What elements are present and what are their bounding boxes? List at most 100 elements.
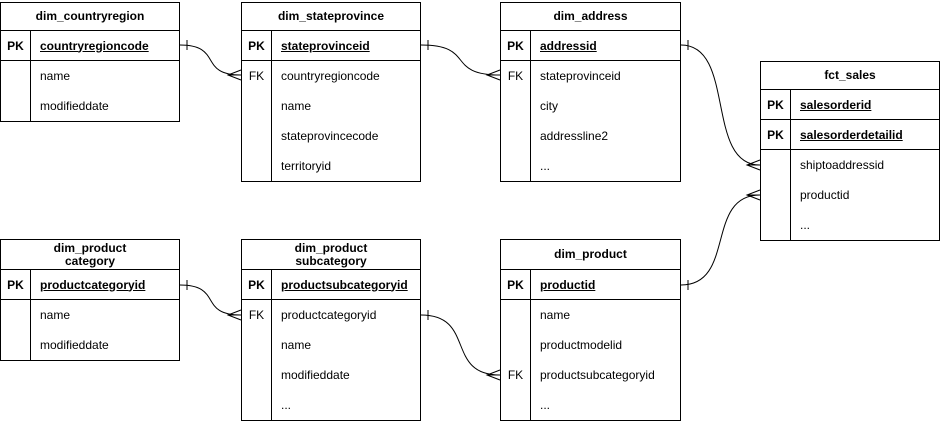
key-cell: FK (242, 61, 272, 91)
table-title[interactable]: dim_countryregion (1, 3, 179, 31)
field-name: name (281, 338, 312, 352)
key-cell: PK (501, 270, 531, 299)
key-cell (242, 91, 272, 121)
key-cell: FK (501, 360, 531, 390)
key-cell: PK (242, 270, 272, 299)
table-row-territoryid[interactable]: territoryid (242, 151, 420, 181)
field-name: productcategoryid (281, 308, 377, 322)
table-title[interactable]: dim_stateprovince (242, 3, 420, 31)
field-name: stateprovinceid (540, 69, 621, 83)
table-row-productsubcategoryid[interactable]: FK productsubcategoryid (501, 360, 680, 390)
table-row-name[interactable]: name (242, 91, 420, 121)
table-row-name[interactable]: name (1, 61, 179, 91)
field-name: ... (281, 398, 292, 412)
relationship-line (680, 194, 761, 286)
key-cell: PK (1, 31, 31, 60)
connector-address-to-fctsales[interactable] (680, 40, 761, 171)
table-row-name[interactable]: name (242, 330, 420, 360)
key-cell (501, 330, 531, 360)
table-title-text: dim_countryregion (35, 9, 145, 23)
key-cell (242, 390, 272, 420)
table-row-modifieddate[interactable]: modifieddate (242, 360, 420, 390)
field-name: stateprovincecode (281, 129, 379, 143)
table-row-addressline2[interactable]: addressline2 (501, 121, 680, 151)
table-row-ellipsis[interactable]: ... (242, 390, 420, 420)
key-cell: PK (761, 90, 791, 119)
key-cell (242, 360, 272, 390)
key-cell (501, 91, 531, 121)
table-title-text: dim_product (554, 247, 627, 261)
table-row-shiptoaddressid[interactable]: shiptoaddressid (761, 150, 939, 180)
relationship-line (420, 314, 501, 376)
table-title-text: dim_stateprovince (277, 9, 385, 23)
field-name: ... (540, 159, 551, 173)
relationship-line (179, 44, 242, 76)
table-row-productmodelid[interactable]: productmodelid (501, 330, 680, 360)
table-title-text: category (64, 253, 116, 268)
table-title[interactable]: dim_address (501, 3, 680, 31)
table-row-ellipsis[interactable]: ... (761, 210, 939, 240)
key-cell: FK (242, 300, 272, 330)
table-row-productcategoryid[interactable]: FK productcategoryid (242, 300, 420, 330)
connector-countryregion-to-stateprovince[interactable] (179, 40, 242, 81)
key-cell (761, 150, 791, 180)
connector-subcategory-to-product[interactable] (420, 310, 501, 381)
field-name: city (540, 99, 558, 113)
cardinality-many-marker (745, 159, 761, 171)
table-title-text: dim_product (294, 240, 368, 255)
table-title-text: dim_address (553, 9, 628, 23)
field-name: stateprovinceid (281, 38, 370, 53)
field-name: shiptoaddressid (800, 158, 885, 172)
connector-category-to-subcategory[interactable] (179, 280, 242, 321)
relationship-line (179, 284, 242, 316)
table-row-productid[interactable]: productid (761, 180, 939, 210)
cardinality-many-marker (226, 309, 242, 321)
table-row-ellipsis[interactable]: ... (501, 390, 680, 420)
key-cell (1, 91, 31, 121)
table-row-city[interactable]: city (501, 91, 680, 121)
connector-stateprovince-to-address[interactable] (420, 40, 501, 81)
table-row-name[interactable]: name (1, 300, 179, 330)
field-name: modifieddate (40, 99, 109, 113)
field-name: productsubcategoryid (281, 277, 408, 292)
field-name: ... (800, 218, 811, 232)
table-title[interactable]: dim_product (501, 240, 680, 270)
key-cell: PK (1, 270, 31, 299)
field-name: productsubcategoryid (540, 368, 655, 382)
key-cell (1, 61, 31, 91)
table-title-text: subcategory (295, 253, 367, 268)
table-row-productcategoryid[interactable]: PK productcategoryid (1, 270, 179, 300)
key-cell (242, 330, 272, 360)
table-row-stateprovincecode[interactable]: stateprovincecode (242, 121, 420, 151)
field-name: productid (800, 188, 850, 202)
cardinality-many-marker (745, 189, 761, 201)
table-title-text: fct_sales (824, 68, 876, 82)
table-row-productsubcategoryid[interactable]: PK productsubcategoryid (242, 270, 420, 300)
table-title[interactable]: fct_sales (761, 62, 939, 90)
table-row-ellipsis[interactable]: ... (501, 151, 680, 181)
connector-product-to-fctsales[interactable] (680, 189, 761, 290)
table-row-name[interactable]: name (501, 300, 680, 330)
table-row-modifieddate[interactable]: modifieddate (1, 91, 179, 121)
table-row-modifieddate[interactable]: modifieddate (1, 330, 179, 360)
field-name: productcategoryid (40, 277, 146, 292)
